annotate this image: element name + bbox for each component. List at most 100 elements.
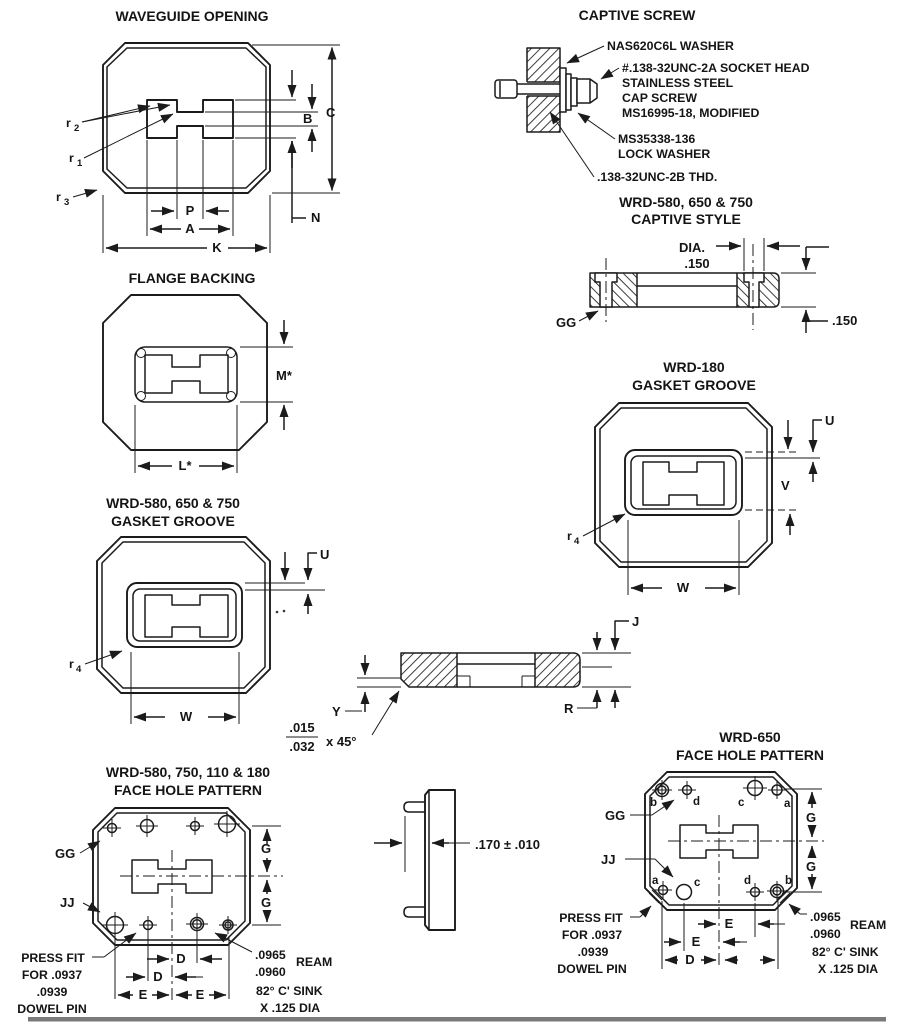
- dim-label-JJ: JJ: [60, 895, 74, 910]
- panel-side-view: .170 ± .010: [374, 789, 540, 931]
- dim-label-U: U: [825, 413, 834, 428]
- dim-label-r1-sub: 1: [77, 158, 83, 169]
- bolt-holes-top: [652, 776, 786, 800]
- note-press-fit-4: DOWEL PIN: [557, 962, 627, 976]
- dim-label-JJ: JJ: [601, 852, 615, 867]
- panel-cross-section: J R Y .015 .032 x 45°: [286, 614, 639, 754]
- note-ream-2: .0960: [810, 927, 841, 941]
- note-press-fit-3: .0939: [37, 985, 68, 999]
- dim-value-dia: .150: [684, 256, 709, 271]
- flange-outline-outer: [644, 771, 798, 911]
- dim-label-D: D: [685, 952, 694, 967]
- backing-ring: [134, 346, 238, 403]
- dim-label-D2: D: [153, 969, 162, 984]
- dim-label-P: P: [186, 203, 195, 218]
- note-press-fit-2: FOR .0937: [562, 928, 622, 942]
- chamfer-numerator: .015: [289, 720, 314, 735]
- dim-label-r1: r: [69, 151, 74, 165]
- dim-label-r4-sub: 4: [76, 664, 82, 675]
- dim-label-r3: r: [56, 190, 61, 204]
- dim-label-GG: GG: [605, 808, 625, 823]
- panel-gasket-groove-580: WRD-580, 650 & 750 GASKET GROOVE U W r 4: [69, 495, 329, 724]
- note-ream-5: X .125 DIA: [260, 1001, 320, 1015]
- dim-label-E2: E: [692, 934, 701, 949]
- flange-outline-outer: [594, 402, 773, 568]
- dim-label-r3-sub: 3: [64, 197, 69, 208]
- note-ream-3: REAM: [850, 918, 886, 932]
- callout-lockwasher-2: LOCK WASHER: [618, 147, 710, 161]
- gasket-groove-inner: [132, 588, 237, 642]
- flange-outline-inner: [106, 47, 267, 189]
- dim-label-G-bottom: G: [261, 895, 271, 910]
- dowel-pin-bottom: [403, 906, 425, 918]
- dim-label-K: K: [212, 240, 222, 255]
- callout-washer: NAS620C6L WASHER: [607, 39, 734, 53]
- note-press-fit-1: PRESS FIT: [21, 951, 85, 965]
- dim-label-r4: r: [567, 529, 572, 543]
- panel-title-1: WRD-580, 650 & 750: [619, 194, 753, 210]
- panel-title-1: WRD-580, 750, 110 & 180: [106, 764, 270, 780]
- section-left-block: [400, 652, 458, 688]
- note-ream-5: X .125 DIA: [818, 962, 878, 976]
- note-ream-4: 82° C' SINK: [812, 945, 879, 959]
- panel-title-2: FACE HOLE PATTERN: [114, 782, 262, 798]
- hole-letter-d-bottom: d: [744, 875, 751, 887]
- panel-title: CAPTIVE SCREW: [579, 7, 696, 23]
- dim-label-R: R: [564, 701, 574, 716]
- flange-outline-outer: [92, 807, 251, 946]
- panel-gasket-groove-180: WRD-180 GASKET GROOVE U V W r 4: [567, 359, 834, 595]
- dim-label-V: V: [781, 478, 790, 493]
- dim-label-G-top: G: [261, 841, 271, 856]
- panel-title-1: WRD-650: [719, 729, 781, 745]
- gasket-groove-inner: [630, 455, 737, 510]
- dim-label-E2: E: [196, 987, 205, 1002]
- note-ream-2: .0960: [255, 965, 286, 979]
- bolt-holes-bottom: [102, 912, 237, 938]
- dim-label-M: M*: [276, 368, 293, 383]
- flat-washer: [559, 67, 567, 113]
- dim-label-J: J: [632, 614, 639, 629]
- bolt-holes-bottom: [654, 881, 787, 901]
- panel-captive-style: WRD-580, 650 & 750 CAPTIVE STYLE DIA. .1…: [556, 194, 857, 333]
- note-ream-1: .0965: [810, 910, 841, 924]
- dim-label-W: W: [180, 709, 193, 724]
- callout-thread: .138-32UNC-2B THD.: [597, 170, 717, 184]
- dim-label-G-bottom: G: [806, 859, 816, 874]
- thread-hole: [525, 82, 562, 96]
- section-right-block: [534, 652, 581, 688]
- bolt-holes-top: [103, 811, 240, 837]
- dim-label-GG: GG: [55, 846, 75, 861]
- cap-screw-head: [576, 78, 598, 104]
- hole-letter-d-top: d: [693, 796, 700, 808]
- dim-label-U: U: [320, 547, 329, 562]
- panel-title-2: CAPTIVE STYLE: [631, 211, 741, 227]
- panel-title: WAVEGUIDE OPENING: [116, 8, 269, 24]
- dim-label-r2-sub: 2: [74, 123, 79, 134]
- panel-captive-screw: CAPTIVE SCREW NAS620C6L WASHER #.138-32U…: [494, 7, 810, 184]
- dim-label-B: B: [303, 111, 312, 126]
- dim-label-E1: E: [725, 916, 734, 931]
- panel-face-pattern-650: WRD-650 FACE HOLE PATTERN b d c a a c d …: [557, 729, 886, 976]
- chamfer-angle: x 45°: [326, 734, 357, 749]
- flange-outline-inner: [101, 541, 266, 689]
- dim-label-W: W: [677, 580, 690, 595]
- waveguide-aperture: [131, 859, 213, 894]
- dim-label-r2: r: [66, 116, 71, 130]
- note-press-fit-4: DOWEL PIN: [17, 1002, 87, 1016]
- note-press-fit-1: PRESS FIT: [559, 911, 623, 925]
- collar: [570, 77, 578, 107]
- chamfer-denominator: .032: [289, 739, 314, 754]
- panel-title-1: WRD-180: [663, 359, 725, 375]
- dim-label-G-top: G: [806, 810, 816, 825]
- dim-label-dia: DIA.: [679, 240, 705, 255]
- panel-title-2: GASKET GROOVE: [111, 513, 235, 529]
- dim-label-N: N: [311, 210, 320, 225]
- note-ream-1: .0965: [255, 948, 286, 962]
- callout-capscrew-4: MS16995-18, MODIFIED: [622, 106, 759, 120]
- scan-speckle: [275, 610, 279, 614]
- hole-letter-a-bottom: a: [652, 875, 659, 887]
- dim-label-A: A: [185, 221, 195, 236]
- flange-outline-outer: [102, 42, 271, 194]
